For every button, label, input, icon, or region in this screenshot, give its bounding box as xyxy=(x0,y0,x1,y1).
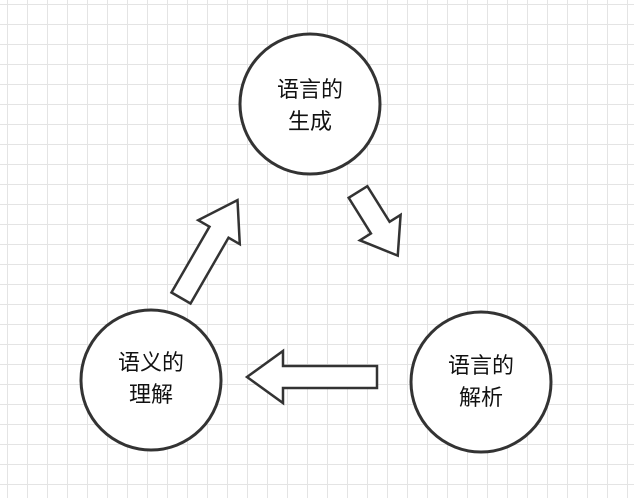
node-semantic-understanding[interactable]: 语义的 理解 xyxy=(79,308,223,452)
node-circle xyxy=(238,32,382,176)
node-label-line2: 生成 xyxy=(288,110,332,135)
node-circle xyxy=(79,308,223,452)
arrow-parsing-to-understanding xyxy=(244,348,379,406)
node-label-line2: 解析 xyxy=(459,386,503,411)
node-language-parsing[interactable]: 语言的 解析 xyxy=(409,310,553,454)
arrow-generation-to-parsing xyxy=(346,184,403,258)
node-circle xyxy=(409,310,553,454)
node-label-line1: 语义的 xyxy=(118,351,184,376)
node-label-line1: 语言的 xyxy=(448,354,514,379)
node-label-line1: 语言的 xyxy=(277,78,343,103)
node-label-line2: 理解 xyxy=(129,383,173,408)
arrow-understanding-to-generation xyxy=(169,198,242,306)
node-language-generation[interactable]: 语言的 生成 xyxy=(238,32,382,176)
